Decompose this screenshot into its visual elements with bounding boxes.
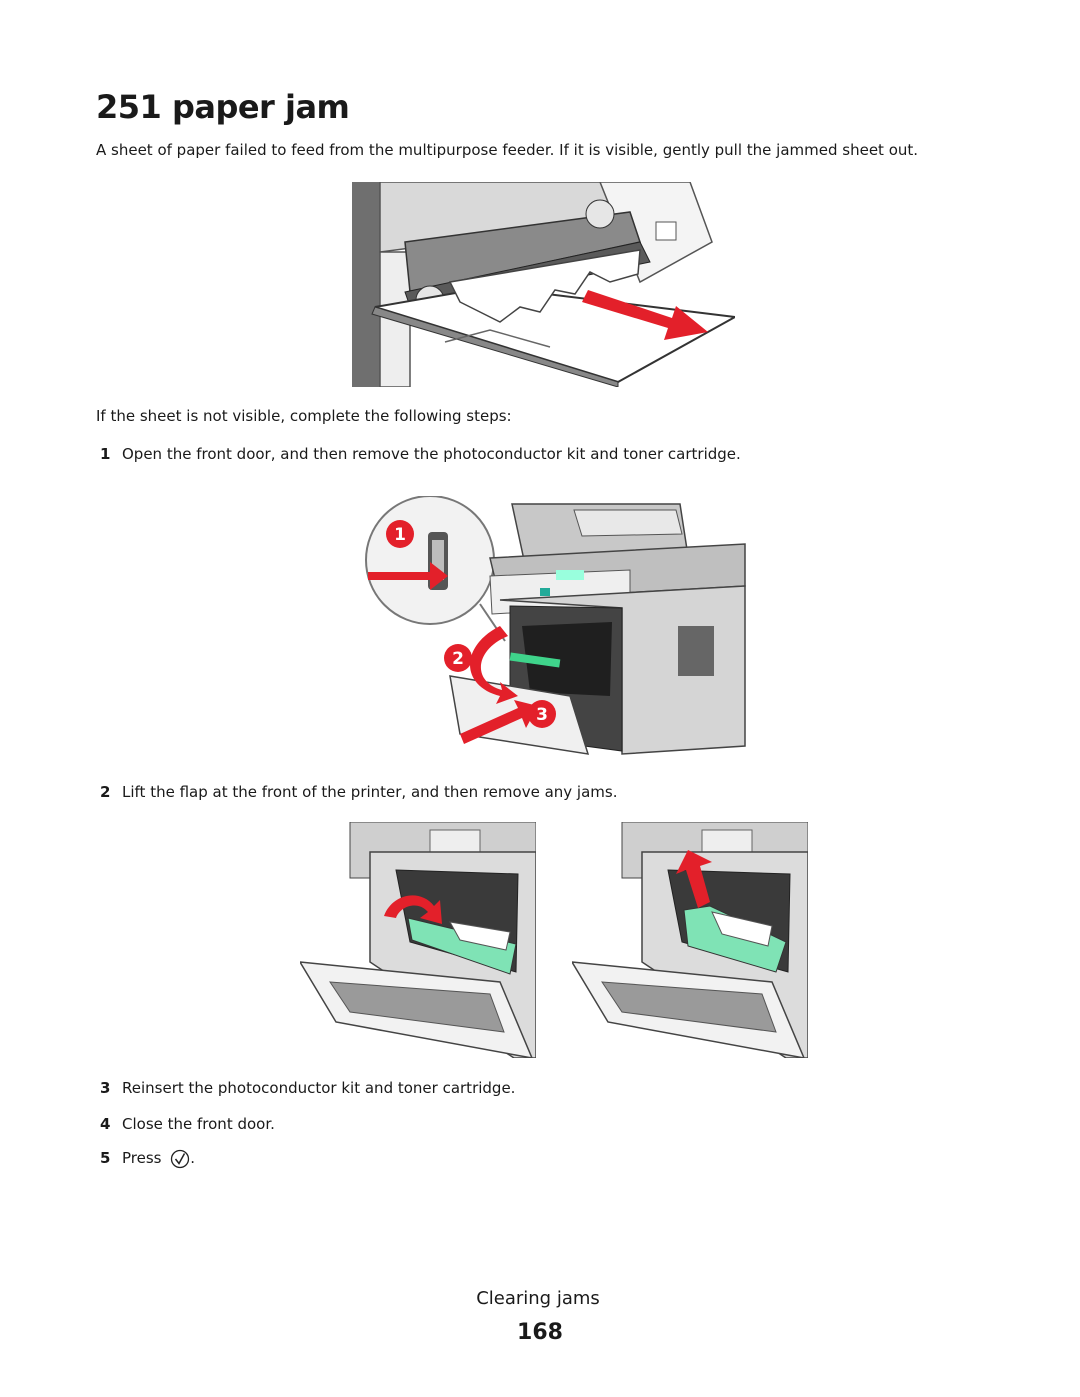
step-1: 1 Open the front door, and then remove t… [100,444,741,464]
step-5: 5 Press . [100,1148,195,1169]
press-suffix: . [190,1149,196,1167]
step-number: 1 [100,445,111,463]
page-title: 251 paper jam [96,88,350,126]
step-number: 5 [100,1149,111,1167]
figure-open-front-door: 1 2 3 [360,496,750,764]
section-name: Clearing jams [476,1288,600,1309]
callout-1: 1 [386,520,414,548]
step-4: 4 Close the front door. [100,1114,275,1134]
step-text: Reinsert the photoconductor kit and tone… [122,1079,516,1097]
step-text: Press . [122,1148,195,1169]
step-number: 2 [100,783,111,801]
step-text: Open the front door, and then remove the… [122,445,741,463]
lead-text: If the sheet is not visible, complete th… [96,407,512,425]
svg-text:3: 3 [536,705,548,725]
step-3: 3 Reinsert the photoconductor kit and to… [100,1078,515,1098]
page-number: 168 [517,1320,563,1345]
footer-section-title: Clearing jams [0,1288,1080,1309]
callout-3: 3 [528,700,556,728]
figure-flap-left [300,822,536,1058]
step-text: Lift the flap at the front of the printe… [122,783,618,801]
press-label: Press [122,1149,162,1167]
callout-2: 2 [444,644,472,672]
step-2: 2 Lift the flap at the front of the prin… [100,782,617,802]
step-number: 4 [100,1115,111,1133]
figure-mpf-jam [350,182,735,387]
svg-text:1: 1 [394,525,406,545]
intro-paragraph: A sheet of paper failed to feed from the… [96,141,919,159]
step-text: Close the front door. [122,1115,275,1133]
svg-text:2: 2 [452,649,464,669]
check-circle-icon [171,1149,190,1168]
figure-flap-right [572,822,808,1058]
step-number: 3 [100,1079,111,1097]
